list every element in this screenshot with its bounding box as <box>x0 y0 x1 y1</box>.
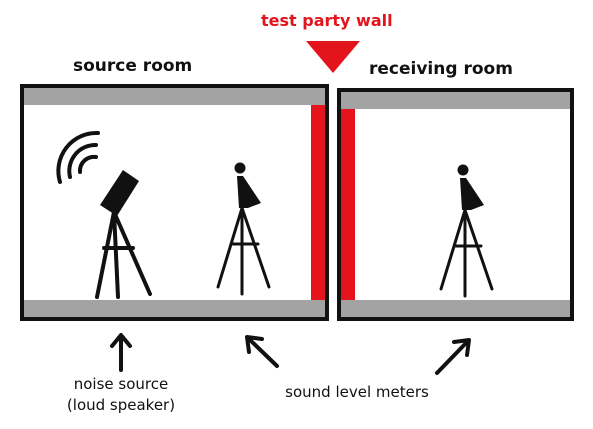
sound-level-meter-icon <box>216 162 271 296</box>
source-room-floor <box>22 300 327 319</box>
sound-level-meters-caption: sound level meters <box>285 383 429 401</box>
party-wall-source-side <box>311 105 325 300</box>
source-room-ceiling <box>22 86 327 105</box>
arrow-up-icon <box>110 333 132 372</box>
receiving-room <box>337 88 574 321</box>
receiving-room-title: receiving room <box>369 59 513 79</box>
noise-source-caption: noise source (loud speaker) <box>46 374 196 416</box>
source-room <box>20 84 329 321</box>
arrow-up-right-icon <box>435 338 471 375</box>
sound-level-meter-icon <box>439 164 494 298</box>
loudspeaker-icon <box>56 130 152 299</box>
party-wall-receiving-side <box>341 109 355 300</box>
wall-marker-triangle <box>306 41 360 73</box>
receiving-room-floor <box>339 300 572 319</box>
noise-source-line1: noise source <box>73 375 169 393</box>
source-room-outline <box>20 84 329 321</box>
source-room-title: source room <box>73 56 193 76</box>
arrow-up-left-icon <box>245 335 279 368</box>
receiving-room-ceiling <box>339 90 572 109</box>
party-wall-label: test party wall <box>261 11 393 30</box>
receiving-room-outline <box>337 88 574 321</box>
noise-source-line2: (loud speaker) <box>66 396 176 414</box>
